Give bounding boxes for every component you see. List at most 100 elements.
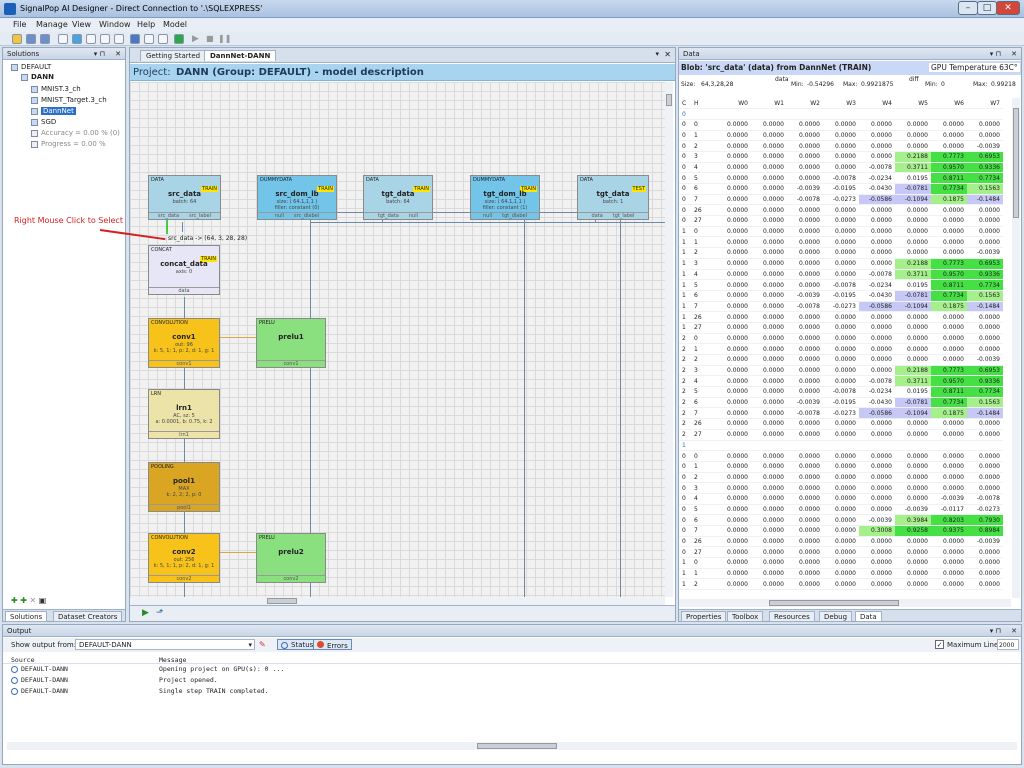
tab-dropdown-icon[interactable]: ▾ [655,50,659,58]
tree-item[interactable]: DANN [21,73,54,81]
menu-view[interactable]: View [72,20,91,29]
menu-help[interactable]: Help [137,20,156,29]
tree-item[interactable]: MNIST.3_ch [31,85,81,93]
tree-item[interactable]: DEFAULT [11,63,51,71]
col-message[interactable]: Message [159,656,187,664]
tree-item[interactable]: Progress = 0.00 % [31,140,106,148]
image-icon[interactable] [130,34,140,44]
tab-dannnet[interactable]: DannNet-DANN [204,50,277,61]
column-header[interactable]: W4 [859,98,895,110]
tab-resources[interactable]: Resources [769,611,815,622]
tab-debug[interactable]: Debug [819,611,853,622]
properties-icon[interactable]: ▣ [38,596,47,605]
database-icon[interactable] [86,34,96,44]
table-row[interactable]: 0 [679,108,1003,120]
grid-vscroll[interactable] [1012,98,1020,598]
column-header[interactable]: W1 [751,98,787,110]
maximize-button[interactable]: □ [977,1,997,15]
add-child-icon[interactable]: ✚ [20,596,27,605]
grid-hscroll[interactable] [679,599,1011,607]
run-icon[interactable] [174,34,184,44]
minimize-button[interactable]: – [958,1,978,15]
tree-item[interactable]: MNIST_Target.3_ch [31,96,107,104]
column-header[interactable]: W5 [895,98,931,110]
tab-data[interactable]: Data [855,611,882,622]
canvas-hscroll[interactable] [130,597,665,605]
stop-icon[interactable]: ■ [206,34,214,43]
menu-file[interactable]: File [13,20,27,29]
play-icon[interactable]: ▶ [142,608,149,618]
close-window-button[interactable]: ✕ [996,1,1020,15]
max-lines-input[interactable]: 2000 [997,639,1019,650]
status-button[interactable]: Status [277,639,318,650]
col-source[interactable]: Source [11,656,35,664]
close-doc-icon[interactable]: ✕ [664,50,671,59]
column-header[interactable]: W0 [715,98,751,110]
column-header[interactable]: W3 [823,98,859,110]
tab-dataset-creators[interactable]: Dataset Creators [53,611,123,622]
delete-icon[interactable]: ✕ [29,596,37,605]
column-header[interactable]: W2 [787,98,823,110]
clear-icon[interactable]: ✎ [259,640,266,649]
save-icon[interactable] [26,34,36,44]
grid-icon[interactable] [158,34,168,44]
close-panel-icon[interactable]: ✕ [1011,627,1017,635]
table-row[interactable]: 1 [679,440,1003,452]
output-hscroll[interactable] [7,742,1017,750]
errors-button[interactable]: Errors [313,639,352,650]
wire-selected[interactable] [166,210,168,234]
new-project-icon[interactable] [58,34,68,44]
tree-item[interactable]: SGD [31,118,56,126]
menu-window[interactable]: Window [99,20,131,29]
step-icon[interactable]: ⬏ [156,608,164,618]
close-panel-icon[interactable]: ✕ [115,50,121,58]
play-icon[interactable]: ▶ [192,34,199,44]
window-icon[interactable] [144,34,154,44]
add-icon[interactable]: ✚ [11,596,18,605]
pin-icon[interactable]: ▾ ⊓ [989,50,1001,58]
pin-icon[interactable]: ▾ ⊓ [989,627,1001,635]
pin-icon[interactable]: ▾ ⊓ [93,50,105,58]
tab-solutions[interactable]: Solutions [5,611,48,622]
canvas-vscroll[interactable] [665,82,673,597]
pause-icon[interactable]: ❚❚ [218,34,232,43]
close-panel-icon[interactable]: ✕ [1011,50,1017,58]
